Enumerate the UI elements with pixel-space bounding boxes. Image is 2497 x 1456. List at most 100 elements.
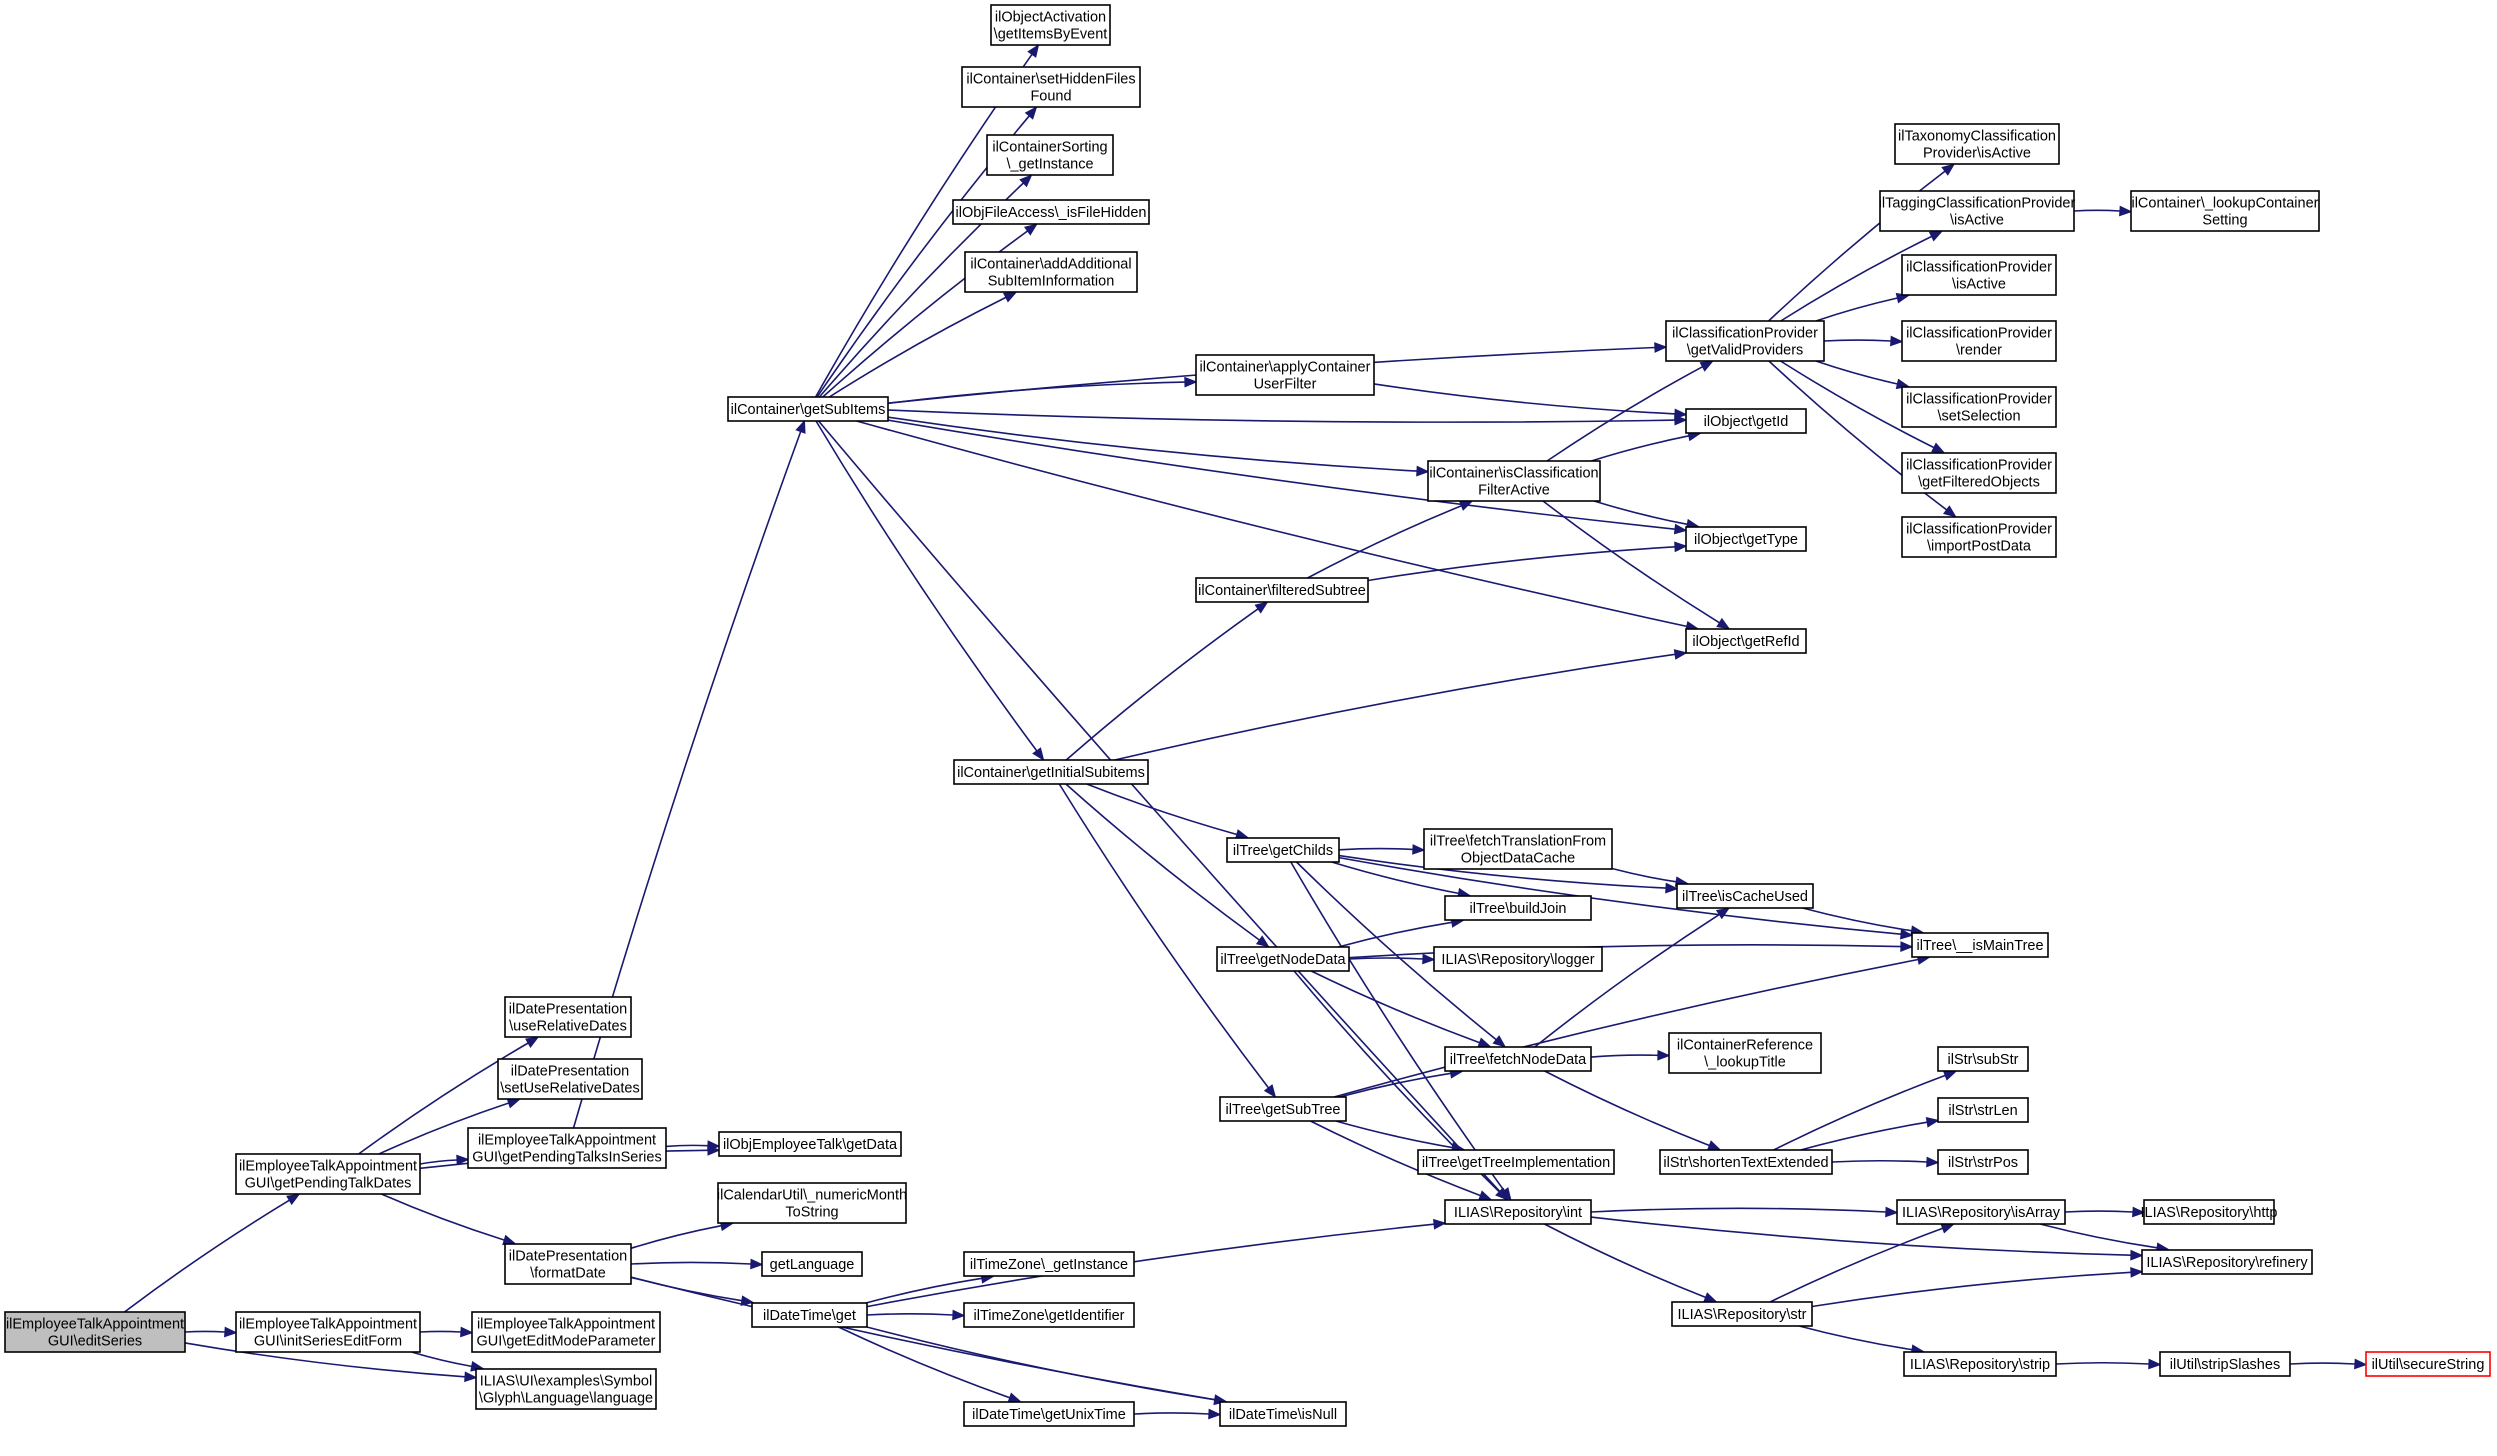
node-init-form[interactable]: ilEmployeeTalkAppointmentGUI\initSeriesE… [235, 1311, 421, 1353]
node-box [727, 396, 889, 422]
node-repo-str[interactable]: ILIAS\Repository\str [1671, 1301, 1813, 1327]
node-label: ilDatePresentation [511, 1064, 630, 1080]
edge-arrowhead [740, 1295, 755, 1306]
node-obj-get-type[interactable]: ilObject\getType [1685, 526, 1807, 552]
node-box [718, 1131, 902, 1157]
node-sub-str[interactable]: ilStr\subStr [1937, 1046, 2029, 1072]
node-repo-logger[interactable]: ILIAS\Repository\logger [1433, 946, 1603, 972]
node-fetch-node-data[interactable]: ilTree\fetchNodeData [1444, 1046, 1592, 1072]
edge-shorten-text-to-str-len [1800, 1117, 1940, 1151]
node-label: ilEmployeeTalkAppointment [239, 1159, 417, 1175]
edge-arrowhead [1931, 442, 1946, 454]
node-str-pos[interactable]: ilStr\strPos [1937, 1149, 2029, 1175]
edge-get-sub-items-to-obj-get-id [887, 409, 1688, 426]
edge-line [1338, 921, 1453, 948]
node-box [1433, 946, 1603, 972]
node-cp-filtered[interactable]: ilClassificationProvider\getFilteredObje… [1901, 452, 2057, 494]
node-label: GUI\initSeriesEditForm [254, 1334, 402, 1350]
node-get-childs[interactable]: ilTree\getChilds [1226, 837, 1340, 863]
node-datetime-get[interactable]: ilDateTime\get [751, 1302, 868, 1328]
node-secure-string[interactable]: ilUtil\secureString [2365, 1351, 2491, 1377]
edge-arrowhead [1942, 1070, 1958, 1081]
node-unix-time[interactable]: ilDateTime\getUnixTime [963, 1401, 1135, 1427]
node-get-node-data[interactable]: ilTree\getNodeData [1216, 946, 1350, 972]
node-label: ilUtil\stripSlashes [2170, 1357, 2280, 1373]
node-label: \_getInstance [1006, 157, 1093, 173]
edge-arrowhead [1699, 360, 1714, 372]
node-is-null[interactable]: ilDateTime\isNull [1219, 1401, 1347, 1427]
node-obj-get-ref[interactable]: ilObject\getRefId [1685, 628, 1807, 654]
node-repo-is-array[interactable]: ILIAS\Repository\isArray [1896, 1199, 2066, 1225]
node-filtered-subtree[interactable]: ilContainer\filteredSubtree [1195, 577, 1369, 603]
node-valid-providers[interactable]: ilClassificationProvider\getValidProvide… [1665, 320, 1825, 362]
node-get-language[interactable]: getLanguage [761, 1251, 863, 1277]
node-label: ilObject\getId [1704, 414, 1789, 430]
node-cp-active[interactable]: ilClassificationProvider\isActive [1901, 254, 2057, 296]
node-cp-selection[interactable]: ilClassificationProvider\setSelection [1901, 386, 2057, 428]
node-tree-impl[interactable]: ilTree\getTreeImplementation [1417, 1149, 1615, 1175]
edge-line [1780, 360, 1935, 449]
node-sorting-instance[interactable]: ilContainerSorting\_getInstance [986, 134, 1114, 176]
node-pending-dates[interactable]: ilEmployeeTalkAppointmentGUI\getPendingT… [235, 1153, 421, 1195]
node-taxonomy-active[interactable]: ilTaxonomyClassificationProvider\isActiv… [1894, 123, 2060, 165]
node-pending-in-series[interactable]: ilEmployeeTalkAppointmentGUI\getPendingT… [467, 1127, 667, 1169]
node-obj-talk-data[interactable]: ilObjEmployeeTalk\getData [718, 1131, 902, 1157]
node-repo-strip[interactable]: ILIAS\Repository\strip [1903, 1351, 2057, 1377]
node-get-sub-tree[interactable]: ilTree\getSubTree [1219, 1096, 1347, 1122]
node-initial-subitems[interactable]: ilContainer\getInitialSubitems [953, 759, 1149, 785]
node-lookup-title[interactable]: ilContainerReference\_lookupTitle [1668, 1032, 1822, 1074]
edge-line [1065, 608, 1259, 761]
node-repo-int[interactable]: ILIAS\Repository\int [1444, 1199, 1592, 1225]
node-activation[interactable]: ilObjectActivation\getItemsByEvent [990, 4, 1111, 46]
node-label: ilObject\getRefId [1692, 634, 1799, 650]
edge-line [378, 1102, 510, 1155]
node-edit-mode-param[interactable]: ilEmployeeTalkAppointmentGUI\getEditMode… [471, 1311, 661, 1353]
edge-arrowhead [1928, 230, 1944, 242]
node-format-date[interactable]: ilDatePresentation\formatDate [504, 1243, 632, 1285]
edge-line [1367, 546, 1676, 582]
node-label: \importPostData [1927, 539, 2032, 555]
node-str-len[interactable]: ilStr\strLen [1937, 1097, 2029, 1123]
node-label: ilTree\fetchNodeData [1450, 1052, 1587, 1068]
node-label: Setting [2202, 213, 2247, 229]
node-label: \formatDate [530, 1266, 606, 1282]
node-cp-render[interactable]: ilClassificationProvider\render [1901, 320, 2057, 362]
node-repo-http[interactable]: ILIAS\Repository\http [2140, 1199, 2278, 1225]
node-set-use-relative[interactable]: ilDatePresentation\setUseRelativeDates [497, 1058, 643, 1100]
edge-datetime-get-to-unix-time [838, 1326, 1022, 1403]
edge-line [1773, 1074, 1946, 1151]
node-fetch-translation[interactable]: ilTree\fetchTranslationFromObjectDataCac… [1423, 828, 1613, 870]
node-cp-import[interactable]: ilClassificationProvider\importPostData [1901, 516, 2057, 558]
node-tz-instance[interactable]: ilTimeZone\_getInstance [963, 1251, 1135, 1277]
node-box [1879, 190, 2075, 232]
node-get-sub-items[interactable]: ilContainer\getSubItems [727, 396, 889, 422]
node-box [1901, 254, 2057, 296]
node-tagging-active[interactable]: ilTaggingClassificationProvider\isActive [1879, 190, 2076, 232]
node-is-cache-used[interactable]: ilTree\isCacheUsed [1676, 883, 1814, 909]
node-obj-get-id[interactable]: ilObject\getId [1685, 408, 1807, 434]
node-is-main-tree[interactable]: ilTree\__isMainTree [1911, 932, 2049, 958]
edge-repo-strip-to-strip-slashes [2055, 1358, 2162, 1370]
node-build-join[interactable]: ilTree\buildJoin [1444, 895, 1592, 921]
node-box [952, 199, 1150, 225]
node-file-hidden[interactable]: ilObjFileAccess\_isFileHidden [952, 199, 1150, 225]
node-label: SubItemInformation [988, 274, 1115, 290]
node-add-subitem[interactable]: ilContainer\addAdditionalSubItemInformat… [964, 251, 1138, 293]
node-strip-slashes[interactable]: ilUtil\stripSlashes [2159, 1351, 2291, 1377]
node-tz-identifier[interactable]: ilTimeZone\getIdentifier [963, 1302, 1135, 1328]
node-label: ilContainerReference [1677, 1038, 1813, 1054]
node-shorten-text[interactable]: ilStr\shortenTextExtended [1659, 1149, 1833, 1175]
node-repo-refinery[interactable]: ILIAS\Repository\refinery [2141, 1249, 2313, 1275]
node-box [1417, 1149, 1615, 1175]
node-glyph-language[interactable]: ILIAS\UI\examples\Symbol\Glyph\Language\… [475, 1368, 657, 1410]
node-use-relative[interactable]: ilDatePresentation\useRelativeDates [504, 996, 632, 1038]
edge-arrowhead [1673, 523, 1688, 535]
edge-line [1373, 383, 1676, 415]
